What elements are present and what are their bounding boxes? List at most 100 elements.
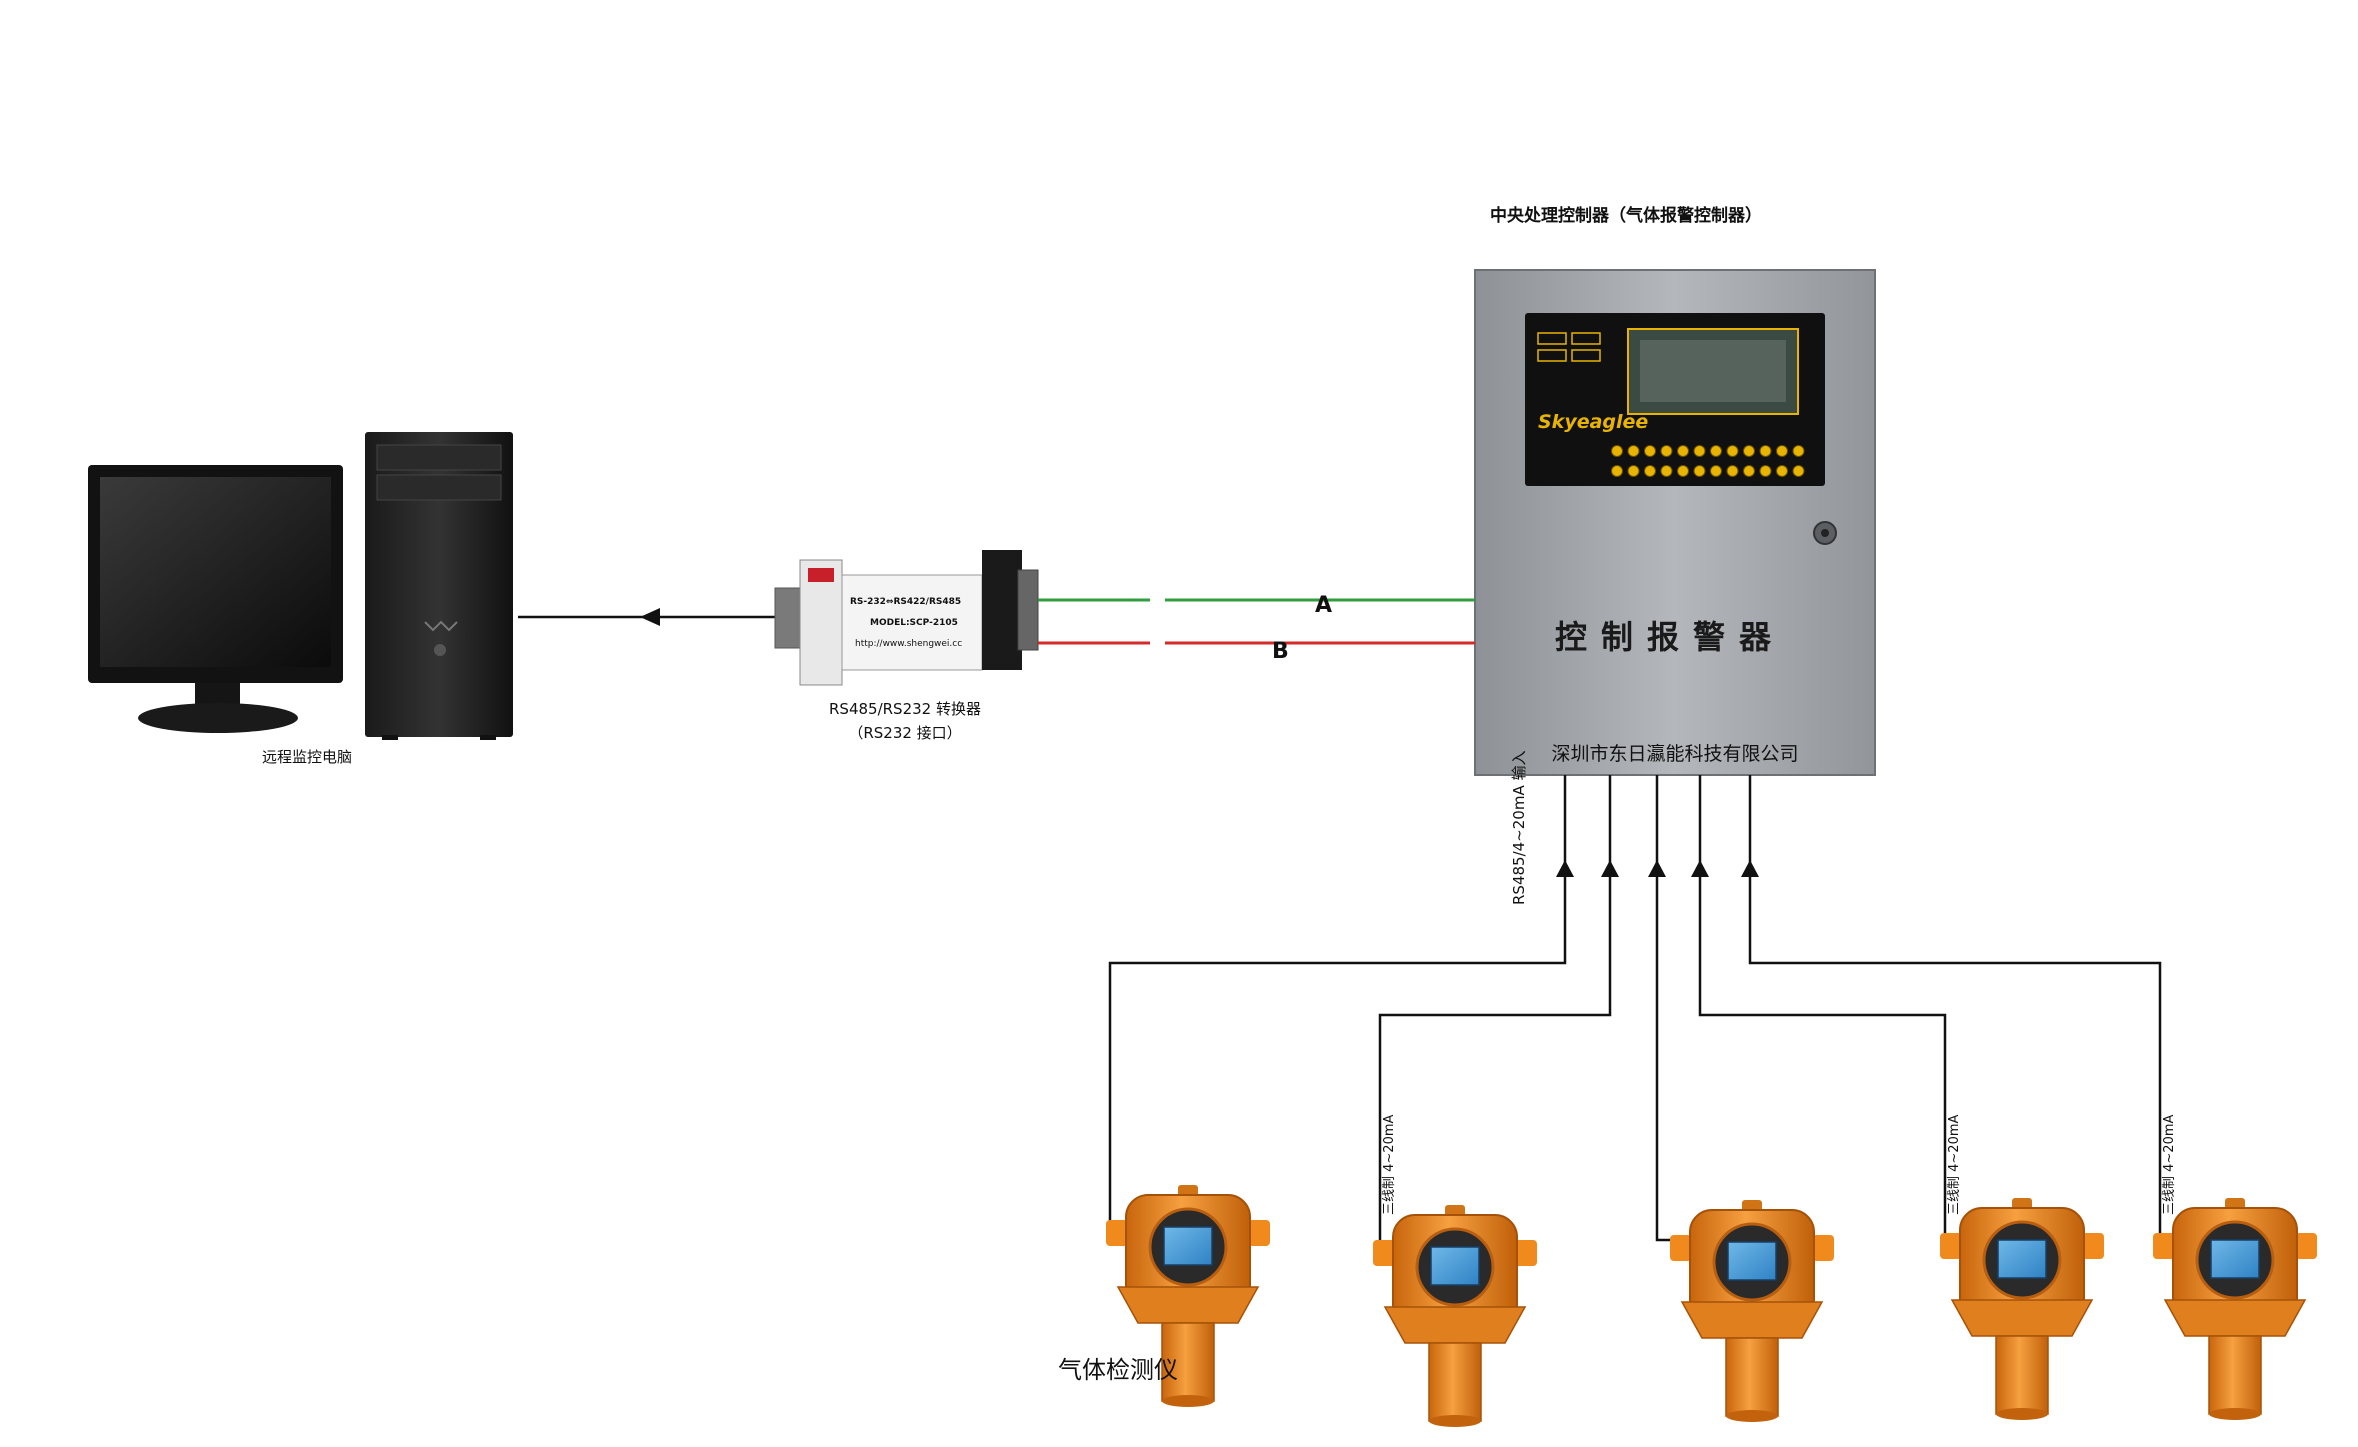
bus-line-b-label: B: [1272, 639, 1289, 664]
keypad-button: [1710, 465, 1722, 477]
detector-port-right: [2082, 1233, 2104, 1259]
wire-detector-4: [1698, 775, 1947, 1238]
detector-port-left: [1940, 1233, 1962, 1259]
rs485-rs232-converter: RS-232⇔RS422/RS485 MODEL:SCP-2105 http:/…: [774, 550, 1039, 686]
detector-sensor-tube: [1428, 1342, 1482, 1422]
keypad-button: [1611, 445, 1623, 457]
keypad-button: [1660, 445, 1673, 457]
gas-detector: [1940, 1198, 2104, 1420]
keypad-button: [1726, 445, 1739, 457]
controller-caption: 中央处理控制器（气体报警控制器）: [1490, 205, 1762, 226]
signal-label-2: 三线制 4~20mA: [1382, 1114, 1397, 1215]
controller-panel-title: 控制报警器: [1555, 618, 1785, 656]
rs485-bus: A B: [1038, 593, 1475, 664]
keypad-button: [1677, 465, 1689, 477]
keypad-button: [1776, 445, 1788, 457]
converter-body: [841, 574, 983, 671]
signal-label-5: 三线制 4~20mA: [2162, 1114, 2177, 1215]
detector-sensor-tube: [2208, 1335, 2262, 1415]
detector-wiring: [1108, 775, 2162, 1245]
detector-port-right: [1812, 1235, 1834, 1261]
detector-flange: [1116, 1286, 1260, 1324]
controller-company-name: 深圳市东日瀛能科技有限公司: [1551, 742, 1798, 765]
arrow-up-icon: [1691, 860, 1709, 877]
gas-detector: [1670, 1200, 1834, 1422]
keypad-button: [1776, 465, 1788, 477]
detector-flange: [2163, 1299, 2307, 1337]
pc-tower: [365, 432, 513, 737]
arrow-up-icon: [1741, 860, 1759, 877]
detector-flange: [1950, 1299, 2094, 1337]
arrow-up-icon: [1556, 860, 1574, 877]
detector-port-left: [1373, 1240, 1395, 1266]
alarm-controller: Skyeaglee 控制报警器 深圳市东日瀛能科技有限公司: [1474, 269, 1876, 776]
gas-detector: [1373, 1205, 1537, 1427]
keypad-button: [1693, 465, 1706, 477]
converter-badge: [808, 568, 834, 582]
keypad-button: [1743, 465, 1755, 477]
converter-label-1: RS-232⇔RS422/RS485: [850, 597, 961, 607]
controller-brand: Skyeaglee: [1538, 411, 1648, 433]
monitor-screen: [100, 477, 331, 667]
detector-lcd: [1997, 1239, 2047, 1279]
detector-port-right: [1515, 1240, 1537, 1266]
tower-drive-bay-1: [376, 444, 502, 471]
wire-detector-2: [1378, 775, 1612, 1245]
keypad-button: [1644, 465, 1656, 477]
detector-sensor-tube: [1725, 1337, 1779, 1417]
controller-keypad: [1611, 445, 1805, 477]
detector-port-left: [1670, 1235, 1692, 1261]
arrow-to-computer-icon: [640, 608, 660, 626]
converter-label-3: http://www.shengwei.cc: [855, 639, 962, 649]
gas-detector: [1106, 1185, 1270, 1407]
keypad-button: [1693, 445, 1706, 457]
gas-detectors: [1106, 1185, 2317, 1427]
gas-detector: [2153, 1198, 2317, 1420]
detector-port-right: [2295, 1233, 2317, 1259]
bus-line-a-label: A: [1315, 593, 1332, 618]
controller-lcd-glass: [1640, 340, 1786, 402]
detector-lcd: [1163, 1226, 1213, 1266]
detector-port-right: [1248, 1220, 1270, 1246]
db9-connector-right: [982, 550, 1022, 670]
tower-drive-bay-2: [376, 474, 502, 501]
controller-status-leds: [1537, 332, 1601, 362]
arrow-up-icon: [1648, 860, 1666, 877]
monitor-stand: [138, 703, 298, 733]
keypad-button: [1677, 445, 1689, 457]
computer-caption: 远程监控电脑: [262, 748, 352, 766]
controller-input-label: RS485/4~20mA 输入: [1510, 751, 1528, 905]
detector-flange: [1680, 1301, 1824, 1339]
input-arrows: [1556, 860, 1759, 877]
detector-caption: 气体检测仪: [1058, 1356, 1178, 1384]
keypad-button: [1660, 465, 1673, 477]
detector-port-left: [1106, 1220, 1128, 1246]
keypad-button: [1710, 445, 1722, 457]
keypad-button: [1743, 445, 1755, 457]
wire-detector-1: [1108, 775, 1567, 1225]
detector-sensor-tube: [1995, 1335, 2049, 1415]
converter-caption-2: （RS232 接口）: [848, 724, 961, 742]
power-button-icon: [434, 644, 446, 656]
detector-port-left: [2153, 1233, 2175, 1259]
arrow-up-icon: [1601, 860, 1619, 877]
signal-label-4: 三线制 4~20mA: [1947, 1114, 1962, 1215]
wire-detector-3: [1655, 775, 1680, 1242]
keypad-button: [1611, 465, 1623, 477]
detector-lcd: [1727, 1241, 1777, 1281]
keypad-button: [1792, 445, 1805, 457]
remote-computer: [88, 432, 513, 740]
keypad-button: [1759, 465, 1772, 477]
keypad-button: [1726, 465, 1739, 477]
keypad-button: [1627, 445, 1640, 457]
tower-logo-icon: [424, 620, 458, 632]
detector-flange: [1383, 1306, 1527, 1344]
detector-lcd: [1430, 1246, 1480, 1286]
detector-lcd: [2210, 1239, 2260, 1279]
keypad-button: [1759, 445, 1772, 457]
monitor-neck: [195, 683, 240, 705]
keypad-button: [1627, 465, 1640, 477]
keypad-button: [1792, 465, 1805, 477]
converter-caption-1: RS485/RS232 转换器: [829, 700, 981, 718]
